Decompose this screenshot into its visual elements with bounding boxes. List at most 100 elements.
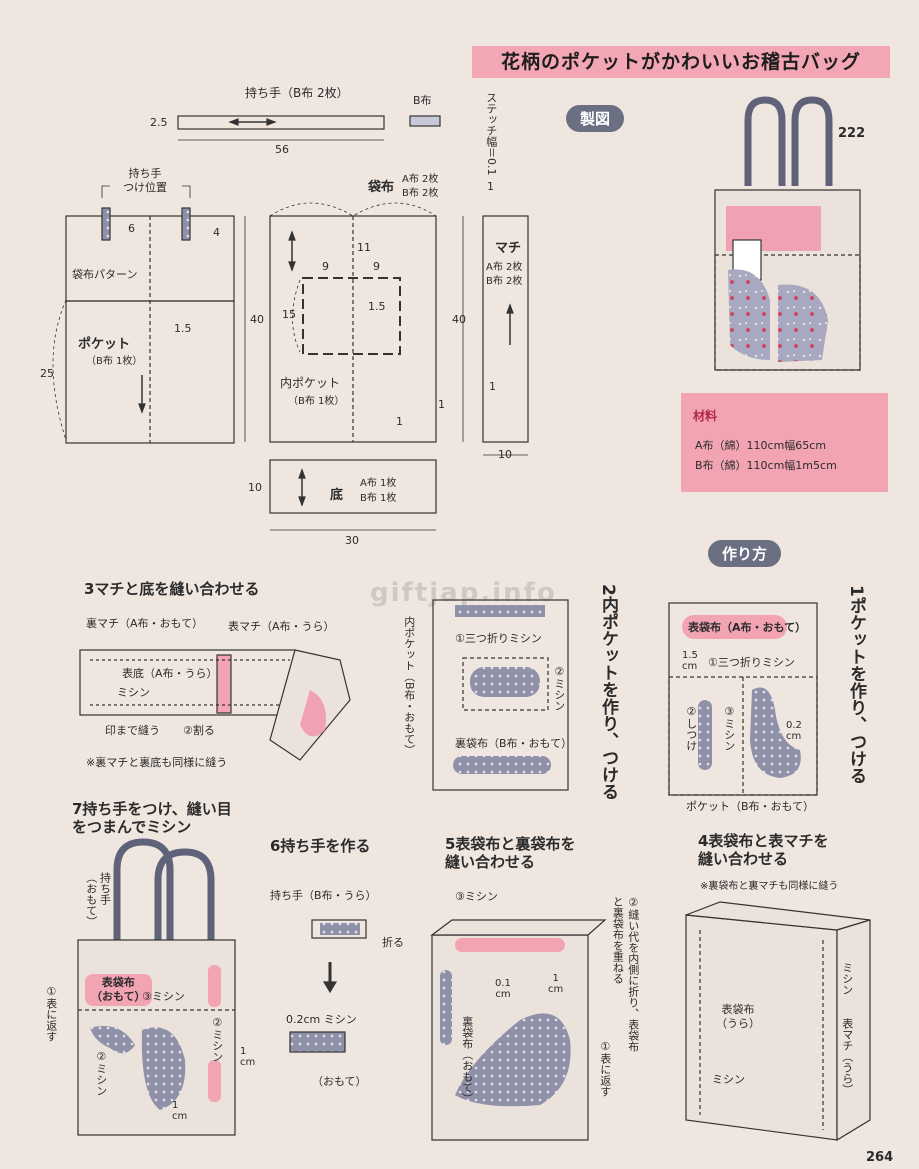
section-tsukurikata: 作り方 bbox=[708, 540, 782, 567]
step-5-stitch: 0.1 cm bbox=[495, 978, 511, 1000]
handle-strip-shape bbox=[177, 115, 385, 130]
step-2-lining: 裏袋布（B布・おもて） bbox=[455, 737, 573, 750]
step-4-outer-bag: 表袋布 （うら） bbox=[716, 1003, 760, 1030]
handle-position-label: 持ち手 つけ位置 bbox=[123, 167, 167, 194]
step-4-sew-top: ミシン bbox=[840, 962, 854, 995]
step-4-outer-gusset: 表マチ（うら） bbox=[840, 1018, 854, 1095]
dim-40-body: 40 bbox=[250, 313, 264, 326]
step-7-sew-2-right: ②ミシン bbox=[210, 1016, 224, 1062]
step-3-sew-to-mark: 印まで縫う bbox=[105, 724, 160, 737]
page-number: 264 bbox=[866, 1150, 894, 1165]
pocket-label: ポケット bbox=[78, 337, 131, 352]
step-6-stitch: 0.2cm ミシン bbox=[286, 1013, 357, 1026]
b-fabric-swatch bbox=[409, 115, 441, 127]
step-3-heading: 3マチと底を縫い合わせる bbox=[84, 580, 260, 598]
dim-6: 6 bbox=[128, 222, 135, 235]
step-7-handle: 持ち手（おもて） bbox=[84, 872, 112, 927]
dim-1-gusset: 1 bbox=[489, 380, 496, 393]
step-7-margin-right: 1 cm bbox=[240, 1046, 256, 1068]
dim-1-5-inner: 1.5 bbox=[368, 300, 386, 313]
dim-11: 11 bbox=[357, 241, 371, 254]
step-3-outer-bottom: 表底（A布・うら） bbox=[122, 667, 218, 680]
step-1-margin: 1.5 cm bbox=[682, 650, 698, 672]
step-1-baste: ②しつけ bbox=[684, 705, 698, 751]
materials-line-a: A布（綿）110cm幅65cm bbox=[695, 439, 827, 452]
bag-a: A布 2枚 bbox=[402, 174, 439, 185]
handle-label: 持ち手（B布 2枚） bbox=[245, 86, 349, 100]
step-6-heading: 6持ち手を作る bbox=[270, 837, 371, 855]
step-7-turn: ①表に返す bbox=[44, 985, 58, 1042]
step-7-heading: 7持ち手をつけ、縫い目 をつまんでミシン bbox=[72, 800, 232, 836]
step-1-sew: ③ミシン bbox=[722, 705, 736, 751]
step-5-lining: 裏袋布（おもて） bbox=[460, 1016, 474, 1104]
step-2-heading: 2内ポケットを作り、つける bbox=[598, 584, 618, 800]
step-2-inner-pocket: 内ポケット（B布・おもて） bbox=[402, 616, 416, 756]
watermark: giftjap.info bbox=[370, 578, 557, 608]
bottom-a: A布 1枚 bbox=[360, 478, 397, 489]
dim-4: 4 bbox=[213, 226, 220, 239]
handle-mark-right bbox=[181, 207, 191, 241]
handle-mark-left bbox=[101, 207, 111, 241]
step-2-tri-fold: ①三つ折りミシン bbox=[455, 632, 542, 645]
step-7-margin-bottom: 1 cm bbox=[172, 1100, 188, 1122]
step-7-sew-3: ③ミシン bbox=[142, 990, 185, 1003]
bag-b: B布 2枚 bbox=[402, 188, 439, 199]
inner-pocket-label: 内ポケット bbox=[280, 376, 341, 390]
handle-width: 2.5 bbox=[150, 116, 168, 129]
step-3-sew: ミシン bbox=[117, 686, 150, 699]
dim-15: 15 bbox=[282, 308, 296, 321]
materials-header: 材料 bbox=[693, 409, 718, 423]
pocket-sub: （B布 1枚） bbox=[86, 356, 143, 367]
materials-box: 材料 A布（綿）110cm幅65cm B布（綿）110cm幅1m5cm bbox=[681, 393, 888, 492]
dim-1-body-right: 1 bbox=[438, 398, 445, 411]
stitch-one: 1 bbox=[487, 180, 494, 193]
step-6-fold: 折る bbox=[382, 936, 404, 949]
step-4-sew-left: ミシン bbox=[712, 1073, 745, 1086]
gusset-a: A布 2枚 bbox=[486, 262, 523, 273]
step-6-handle: 持ち手（B布・うら） bbox=[270, 889, 377, 902]
dim-10-gusset: 10 bbox=[498, 448, 512, 461]
bag-pattern-label: 袋布パターン bbox=[72, 268, 138, 281]
step-1-stitch: 0.2 cm bbox=[786, 720, 802, 742]
step-5-turn: ①表に返す bbox=[598, 1040, 612, 1097]
bottom-label: 底 bbox=[330, 488, 344, 503]
step-2-sew: ②ミシン bbox=[552, 665, 566, 711]
materials-line-b: B布（綿）110cm幅1m5cm bbox=[695, 459, 837, 472]
handle-length: 56 bbox=[275, 143, 289, 156]
dim-9-left: 9 bbox=[322, 260, 329, 273]
step-1-tri-fold: ①三つ折りミシン bbox=[708, 656, 795, 669]
step-1-outer-bag: 表袋布（A布・おもて） bbox=[688, 621, 807, 634]
step-7-sew-2-left: ②ミシン bbox=[94, 1050, 108, 1096]
step-3-inner-gusset: 裏マチ（A布・おもて） bbox=[86, 617, 204, 630]
step-3-split: ②割る bbox=[183, 724, 215, 737]
step-4-note: ※裏袋布と裏マチも同様に縫う bbox=[700, 881, 839, 892]
model-number: 222 bbox=[838, 126, 866, 141]
step-3-outer-gusset: 表マチ（A布・うら） bbox=[228, 620, 335, 633]
stitch-width-label: ステッチ幅＝0.1 bbox=[484, 92, 498, 176]
dim-25: 25 bbox=[40, 367, 54, 380]
step-5-margin: 1 cm bbox=[548, 973, 564, 995]
step-1-pocket: ポケット（B布・おもて） bbox=[686, 800, 815, 813]
step-7-outer-bag: 表袋布 （おもて） bbox=[85, 974, 152, 1006]
step-1-heading: 1ポケットを作り、つける bbox=[846, 585, 866, 784]
step-5-fold-note: ②縫い代を内側に折り、表袋布と裏袋布を重ねる bbox=[611, 896, 640, 1052]
dim-9-right: 9 bbox=[373, 260, 380, 273]
section-seizu: 製図 bbox=[566, 105, 625, 132]
dim-1-body-bottom: 1 bbox=[396, 415, 403, 428]
dim-30: 30 bbox=[345, 534, 359, 547]
page-title: 花柄のポケットがかわいいお稽古バッグ bbox=[472, 46, 890, 78]
step-5-heading: 5表袋布と裏袋布を 縫い合わせる bbox=[445, 835, 576, 871]
step-3-note: ※裏マチと裏底も同様に縫う bbox=[86, 756, 228, 769]
step-6-right-side: （おもて） bbox=[312, 1075, 367, 1088]
step-5-sew: ③ミシン bbox=[455, 890, 498, 903]
dim-10-bottom: 10 bbox=[248, 481, 262, 494]
bottom-b: B布 1枚 bbox=[360, 493, 397, 504]
dim-1-5-pocket: 1.5 bbox=[174, 322, 192, 335]
dim-40-gusset: 40 bbox=[452, 313, 466, 326]
inner-pocket-sub: （B布 1枚） bbox=[288, 396, 345, 407]
step-4-heading: 4表袋布と表マチを 縫い合わせる bbox=[698, 832, 829, 868]
gusset-b: B布 2枚 bbox=[486, 276, 523, 287]
gusset-label: マチ bbox=[495, 241, 522, 256]
bag-label: 袋布 bbox=[368, 180, 395, 195]
